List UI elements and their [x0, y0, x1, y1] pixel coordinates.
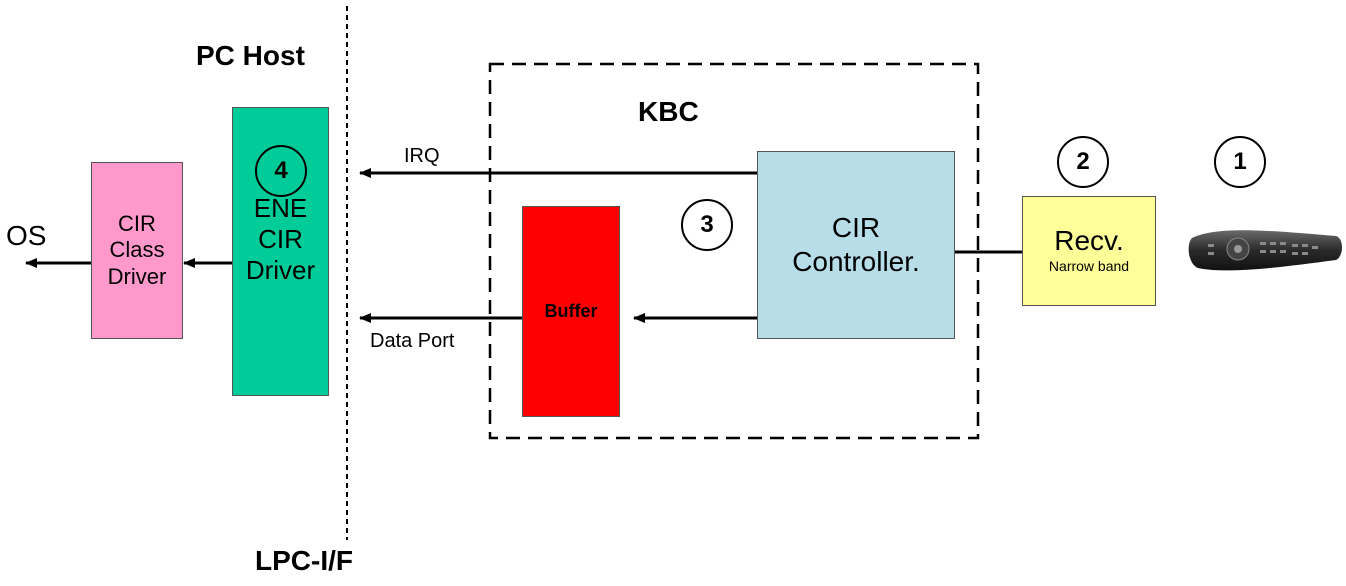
ene-cir-driver-box: ENE CIR Driver — [232, 107, 329, 396]
buffer-box: Buffer — [522, 206, 620, 417]
cir-class-driver-line: CIR — [118, 210, 156, 236]
ene-cir-driver-line: Driver — [245, 255, 316, 286]
kbc-boundary — [488, 62, 980, 440]
remote-control-icon — [1188, 230, 1342, 271]
step-number-1: 1 — [1214, 136, 1266, 188]
irq-label: IRQ — [404, 145, 440, 167]
buffer-label: Buffer — [544, 301, 598, 321]
cir-controller-line: CIR — [831, 212, 881, 244]
kbc-label: KBC — [638, 96, 699, 127]
lpc-if-label: LPC-I/F — [255, 545, 353, 576]
receiver-box: Recv. Narrow band — [1022, 196, 1156, 306]
cir-class-driver-line: Driver — [107, 263, 167, 289]
step-number-2: 2 — [1057, 136, 1109, 188]
receiver-sublabel: Narrow band — [1048, 257, 1130, 274]
data-port-label: Data Port — [370, 330, 455, 352]
cir-controller-line: Controller. — [792, 246, 920, 277]
cir-controller-box: CIR Controller. — [757, 151, 955, 339]
step-number-3: 3 — [681, 199, 733, 251]
receiver-label: Recv. — [1054, 224, 1124, 256]
pc-host-label: PC Host — [196, 40, 305, 71]
ene-cir-driver-line: CIR — [258, 224, 303, 255]
step-number-4: 4 — [255, 145, 307, 197]
ene-cir-driver-line: ENE — [253, 193, 308, 223]
os-label: OS — [6, 220, 47, 251]
cir-class-driver-line: Class — [109, 237, 165, 263]
cir-class-driver-box: CIR Class Driver — [91, 162, 183, 339]
